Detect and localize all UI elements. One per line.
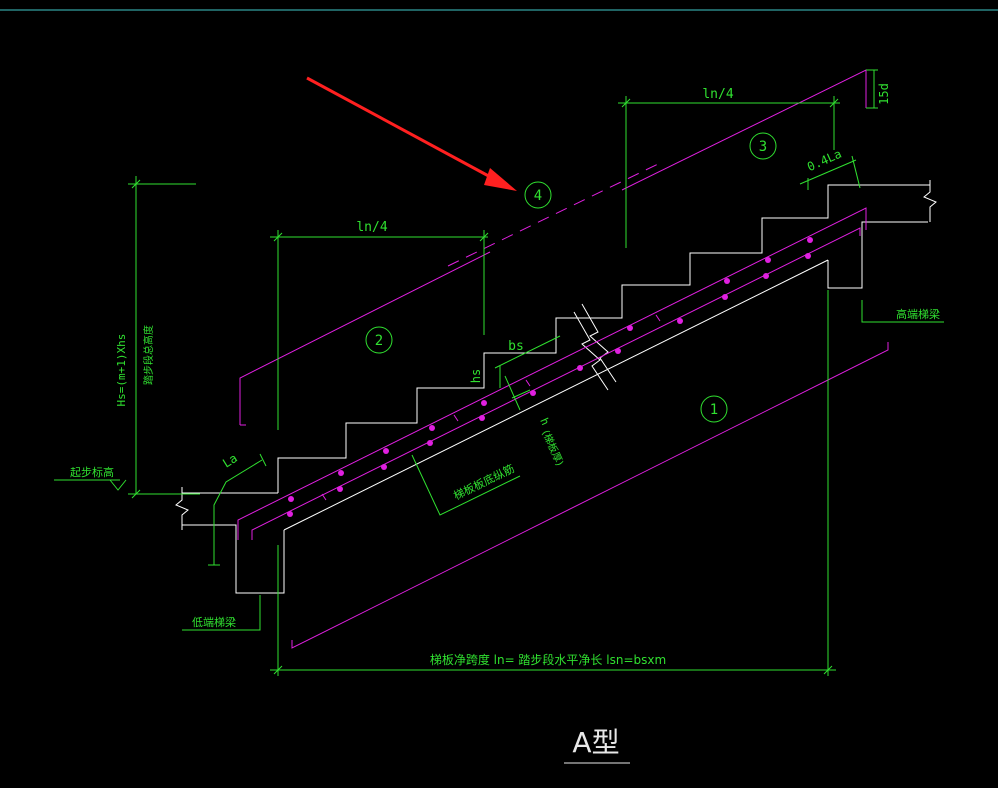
red-arrow-icon bbox=[306, 76, 517, 191]
ln4-left-label: ln/4 bbox=[356, 220, 387, 235]
marker-1 bbox=[700, 395, 728, 423]
la-label: La bbox=[220, 451, 240, 471]
marker-4 bbox=[524, 181, 552, 209]
rebar-1 bbox=[291, 342, 889, 649]
marker-2-label: 2 bbox=[375, 333, 383, 349]
start-elev-label: 起步标高 bbox=[70, 465, 114, 479]
marker-2 bbox=[365, 326, 393, 354]
bs-label: bs bbox=[508, 339, 524, 354]
marker-4-label: 4 bbox=[534, 188, 542, 204]
break-line-icon bbox=[175, 180, 937, 530]
marker-1-label: 1 bbox=[710, 402, 718, 418]
rebar-2 bbox=[239, 251, 491, 425]
marker-3 bbox=[749, 132, 777, 160]
high-beam-label: 高端梯梁 bbox=[896, 307, 940, 321]
d15-label: 15d bbox=[877, 83, 891, 105]
hs-label: hs bbox=[469, 369, 483, 383]
h-label: h bbox=[537, 416, 552, 427]
marker-circles bbox=[365, 132, 777, 423]
la04-label: 0.4La bbox=[805, 147, 844, 174]
h-note-label: (梯板厚) bbox=[539, 428, 566, 468]
marker-3-label: 3 bbox=[759, 139, 767, 155]
ln4-right-label: ln/4 bbox=[702, 87, 733, 102]
rebar-group bbox=[237, 69, 889, 649]
low-beam-label: 低端梯梁 bbox=[192, 615, 236, 629]
dimension-lines bbox=[54, 69, 944, 676]
rebar-dots bbox=[287, 237, 813, 517]
drawing-title: A型 bbox=[572, 726, 619, 759]
stair-outline bbox=[181, 184, 930, 594]
span-formula-label: 梯板净跨度 ln= 踏步段水平净长 lsn=bsxm bbox=[430, 652, 666, 667]
height-formula-label: Hs=(m+1)Xhs bbox=[115, 334, 128, 407]
rebar-3 bbox=[621, 69, 867, 191]
height-note-label: 踏步段总高度 bbox=[142, 325, 155, 385]
